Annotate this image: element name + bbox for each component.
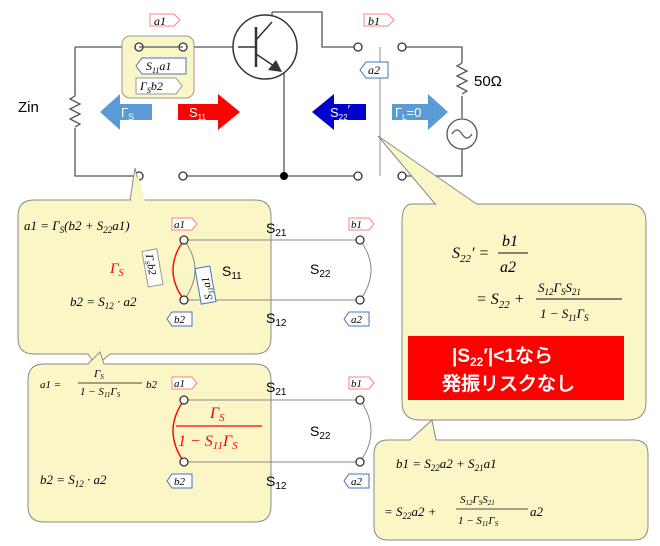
wire-collector	[272, 11, 358, 48]
panel1-s21: S21	[266, 220, 287, 239]
svg-text:ΓS: ΓS	[93, 368, 104, 381]
panel1-s12: S12	[266, 310, 287, 329]
svg-text:a1: a1	[154, 14, 166, 28]
panel2-callout	[27, 351, 272, 523]
svg-text:a2: a2	[368, 63, 380, 77]
banner-line2: 発振リスクなし	[441, 372, 575, 395]
panel1-rot-gsb2-tag: ΓSb2	[141, 248, 164, 288]
panel2-b1-tag: b1	[348, 376, 375, 390]
svg-text:ΓSb2: ΓSb2	[139, 79, 163, 95]
panel2-s21: S21	[266, 379, 287, 398]
svg-text:S22′ =: S22′ =	[452, 245, 489, 265]
panel1-rot-s11a1-tag: S11a1	[194, 265, 217, 305]
svg-text:ΓS: ΓS	[121, 105, 134, 122]
svg-text:S22′: S22′	[330, 102, 351, 122]
svg-text:= S22a2 +: = S22a2 +	[384, 504, 437, 521]
svg-text:S12ΓSS21: S12ΓSS21	[538, 280, 581, 297]
panel2-s12: S12	[266, 473, 287, 492]
wire-left	[74, 47, 139, 177]
panel1-eq-a1: a1 = ΓS(b2 + S22a1)	[24, 218, 130, 235]
panel4-line2: = S22a2 + S12ΓSS21 1 − S11ΓS a2	[384, 494, 544, 528]
panel1-b2-tag: b2	[166, 311, 193, 327]
gsb2-tag: ΓSb2	[135, 77, 183, 95]
panel2-a2-tag: a2	[343, 473, 370, 489]
panel1-pointer	[131, 176, 145, 201]
svg-text:1 − S11ΓS: 1 − S11ΓS	[80, 386, 121, 399]
svg-text:1 − S11ΓS: 1 − S11ΓS	[178, 433, 238, 452]
svg-text:a2: a2	[500, 259, 516, 276]
svg-text:ΓSb2: ΓSb2	[142, 252, 159, 276]
panel2-s22: S22	[310, 423, 331, 442]
svg-text:a1: a1	[174, 378, 185, 390]
panel2-eq-a1: a1 = ΓS 1 − S11ΓS b2	[40, 368, 158, 399]
svg-text:S11a1: S11a1	[200, 276, 217, 301]
panel4-callout	[373, 419, 649, 541]
svg-text:1 − S11ΓS: 1 − S11ΓS	[458, 515, 499, 528]
panel1-a2-tag: a2	[343, 311, 370, 327]
svg-text:ΓS: ΓS	[209, 405, 225, 424]
transistor-icon	[232, 14, 298, 80]
gamma-l-arrow: ΓL=0	[392, 94, 448, 130]
panel2-graph	[172, 399, 372, 463]
panel1-s11: S11	[222, 263, 242, 282]
panel2-eq-b2: b2 = S12 · a2	[40, 472, 107, 489]
zin-label: Zin	[18, 99, 39, 116]
panel2-nodes	[179, 395, 365, 467]
resistor-50ohm	[455, 62, 469, 95]
svg-text:b1: b1	[502, 233, 518, 250]
panel1-b1-tag: b1	[348, 217, 375, 231]
b1-tag-top: b1	[363, 13, 395, 28]
panel1-a1-tag: a1	[171, 217, 198, 231]
panel3-eq2: = S22+ S12ΓSS21 1 − S11ΓS	[476, 280, 622, 323]
panel1-s22: S22	[310, 261, 331, 280]
svg-text:S11: S11	[189, 105, 207, 122]
svg-text:1 − S11ΓS: 1 − S11ΓS	[540, 306, 589, 323]
svg-text:a2: a2	[530, 504, 544, 519]
panel3-pointer	[377, 135, 479, 206]
panel3-eq1: S22′ = b1 a2	[452, 233, 528, 276]
ohm-label: 50Ω	[474, 73, 502, 90]
s22-prime-arrow: S22′	[312, 94, 366, 130]
svg-text:a1: a1	[174, 219, 185, 231]
svg-text:S11a1: S11a1	[146, 59, 171, 75]
banner-line1: |S22′|<1なら	[452, 345, 553, 369]
svg-text:b2: b2	[174, 476, 186, 488]
panel4-line1: b1 = S22a2 + S21a1	[396, 456, 497, 473]
svg-text:b1: b1	[351, 219, 362, 231]
svg-text:b1: b1	[368, 14, 380, 28]
svg-text:b2: b2	[174, 314, 186, 326]
panel1-gamma: ΓS	[109, 261, 124, 279]
svg-text:= S22+: = S22+	[476, 291, 525, 311]
panel2-fraction: ΓS 1 − S11ΓS	[176, 405, 262, 452]
junction-dot	[280, 172, 288, 180]
a1-tag-top: a1	[149, 13, 181, 28]
svg-text:ΓL=0: ΓL=0	[395, 105, 421, 122]
s11-arrow: S11	[178, 94, 240, 130]
a2-tag-top: a2	[359, 61, 389, 79]
gamma-s-arrow: ΓS	[100, 94, 152, 130]
panel2-b2-tag: b2	[166, 473, 193, 489]
wire-right-top	[402, 46, 463, 63]
panel1-eq-b2: b2 = S12 · a2	[70, 294, 137, 311]
svg-text:b1: b1	[351, 378, 362, 390]
stability-banner	[408, 336, 624, 400]
svg-text:a2: a2	[351, 476, 363, 488]
ac-wave	[451, 129, 473, 139]
panel1-nodes	[179, 235, 365, 305]
svg-text:S12ΓSS21: S12ΓSS21	[460, 494, 495, 507]
panel2-a1-tag: a1	[171, 376, 198, 390]
resistor-zin	[68, 95, 82, 128]
s11a1-tag: S11a1	[135, 57, 187, 75]
svg-text:b2: b2	[146, 379, 158, 391]
svg-text:a2: a2	[351, 314, 363, 326]
svg-text:a1 =: a1 =	[40, 379, 61, 391]
